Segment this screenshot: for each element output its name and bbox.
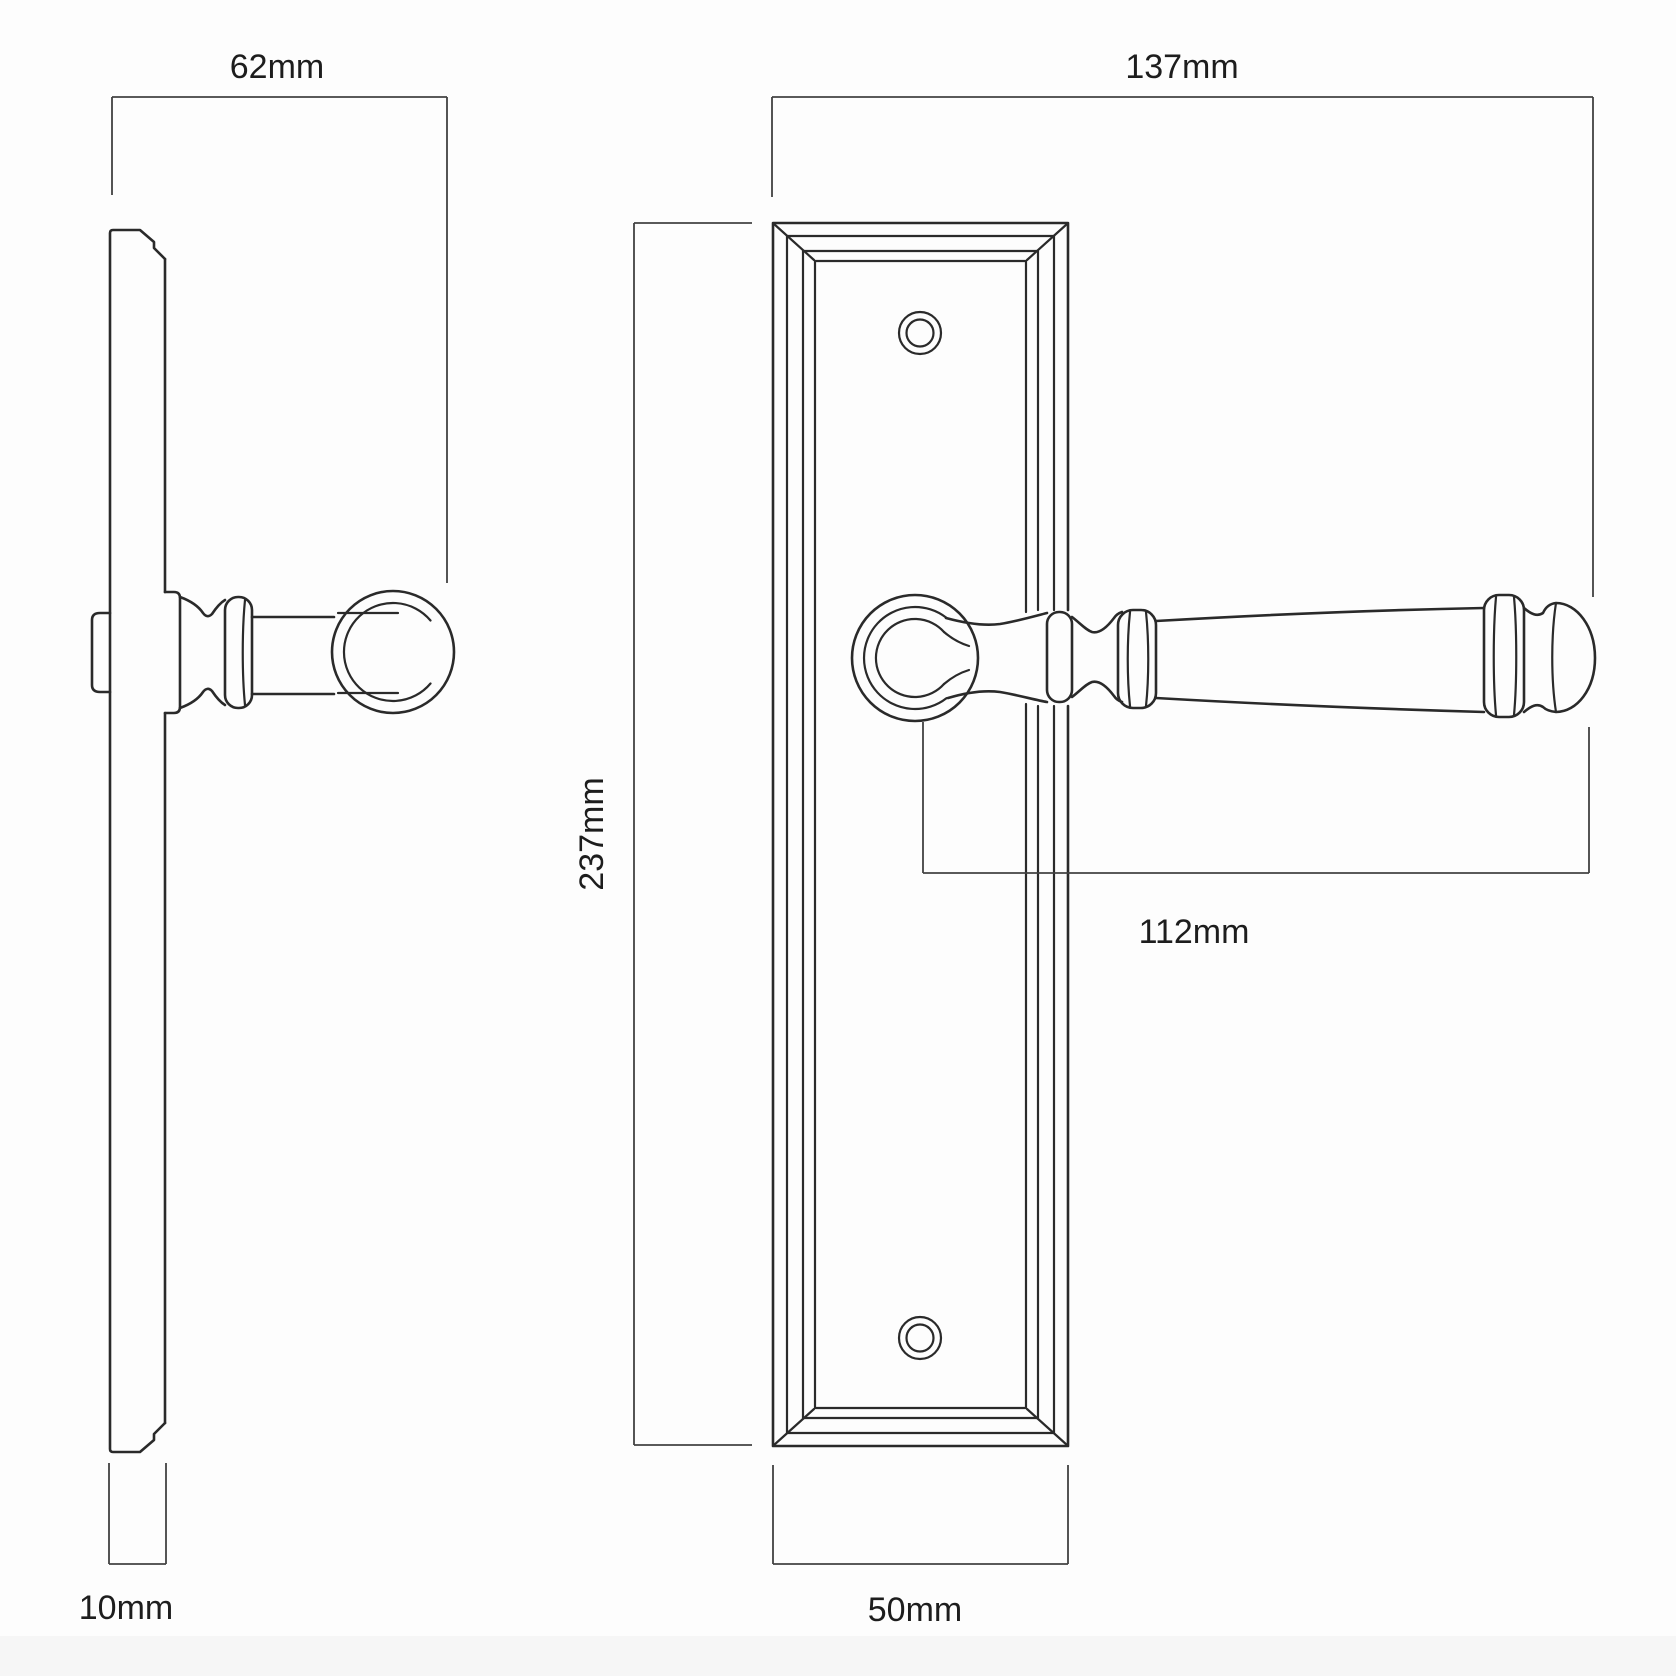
backplate-edge-outline (108, 228, 167, 1454)
dimension-lever-length-112mm: 112mm (922, 722, 1590, 951)
dimension-label-137mm: 137mm (1125, 48, 1238, 86)
neck-bottom-outline (946, 689, 1049, 704)
lever-front-view (850, 593, 1597, 723)
dimension-plate-thickness-10mm: 10mm (79, 1463, 173, 1627)
dimension-plate-height-237mm: 237mm (573, 222, 752, 1446)
dimension-overall-width-137mm: 137mm (771, 48, 1594, 597)
throat-curve-bottom (942, 668, 971, 686)
mitre-top-left (772, 222, 816, 262)
dimension-plate-width-50mm: 50mm (772, 1465, 1069, 1629)
neck-cove-bottom (178, 687, 227, 710)
front-elevation-view: 137mm 237mm (573, 48, 1597, 1629)
finial-knob-outline (1522, 601, 1597, 714)
grip-collar (1116, 608, 1158, 710)
plate-bevel-line-2 (801, 249, 1040, 1420)
neck-cove-top (178, 595, 227, 618)
grip-collar-inner-line-right (1144, 610, 1150, 708)
rose-flange-edge (163, 590, 182, 715)
grip-top-edge (1154, 606, 1486, 623)
dimension-label-112mm: 112mm (1139, 913, 1250, 951)
rose-outer-circle (850, 593, 980, 723)
rose-inner-arc (874, 617, 946, 699)
spindle-tab (90, 611, 112, 694)
backplate-front-face (771, 221, 1070, 1448)
plate-inner-panel (813, 259, 1028, 1410)
neck-bead-inner-line (241, 598, 247, 707)
finial-collar-inner-line-left (1492, 595, 1498, 717)
lever-side-profile (163, 589, 456, 715)
screw-hole-bottom-outer (897, 1315, 943, 1361)
side-profile-view: 62mm (79, 48, 456, 1627)
baluster-waist-top (1070, 610, 1124, 634)
baluster-waist-bottom (1070, 680, 1124, 704)
neck-bead-collar (223, 595, 254, 710)
dimension-label-62mm: 62mm (230, 48, 324, 86)
finial-collar-inner-line-right (1512, 595, 1518, 717)
screw-hole-top-outer (897, 310, 943, 356)
finial-collar (1482, 593, 1526, 719)
grip-collar-inner-line-left (1126, 610, 1132, 708)
plate-outer-rectangle (771, 221, 1070, 1448)
mitre-bottom-right (1025, 1407, 1069, 1447)
mitre-top-right (1025, 222, 1069, 262)
dimension-label-237mm: 237mm (573, 777, 611, 890)
grip-end-circle (330, 589, 456, 715)
grip-end-inner-arc (342, 601, 432, 703)
backplate-side-profile (90, 228, 167, 1454)
dimension-projection-62mm: 62mm (111, 48, 448, 583)
screw-hole-bottom-inner (905, 1323, 935, 1353)
bottom-band (0, 1636, 1676, 1676)
screw-hole-top-inner (905, 318, 935, 348)
dimension-label-50mm: 50mm (868, 1591, 962, 1629)
finial-knob-base-line (1551, 601, 1558, 714)
plate-bevel-line-1 (785, 234, 1056, 1435)
mitre-bottom-left (772, 1407, 816, 1447)
grip-bottom-edge (1154, 696, 1486, 714)
dimension-label-10mm: 10mm (79, 1589, 173, 1627)
neck-top-outline (944, 611, 1049, 627)
throat-curve-top (942, 630, 971, 648)
rose-middle-arc (862, 605, 948, 711)
baluster-bead (1045, 610, 1074, 704)
